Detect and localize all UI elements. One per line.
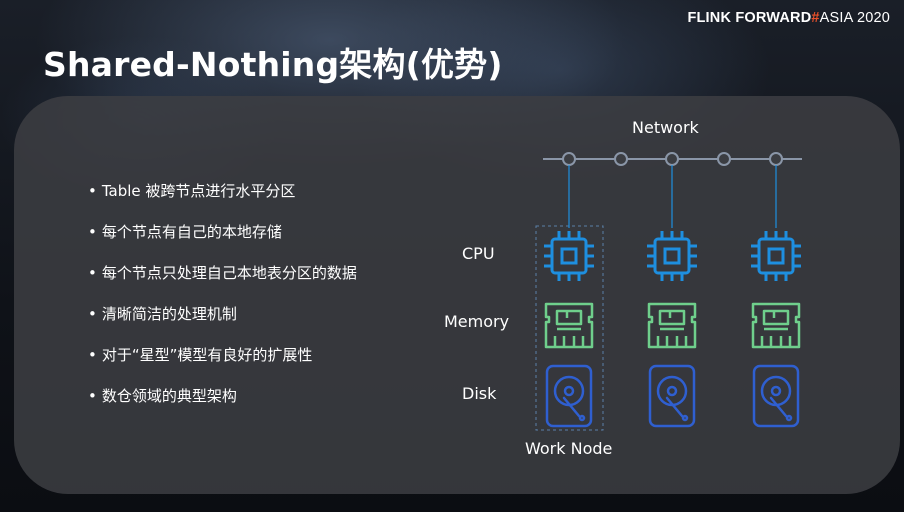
cpu-core xyxy=(767,247,785,265)
cpu-chip-icon xyxy=(751,231,801,281)
cpu-core xyxy=(560,247,578,265)
bullet-item: Table 被跨节点进行水平分区 xyxy=(88,180,296,201)
memory-body xyxy=(544,302,594,349)
disk-body xyxy=(545,364,593,428)
disk-body xyxy=(752,364,800,428)
bullet-item: 每个节点只处理自己本地表分区的数据 xyxy=(88,262,357,283)
memory-chip xyxy=(762,309,790,326)
slide-title: Shared-Nothing架构(优势) xyxy=(43,45,503,84)
work-node-outline xyxy=(535,225,604,431)
memory-module-icon xyxy=(751,302,801,349)
disk-spindle xyxy=(770,385,782,397)
bullet-item: 清晰简洁的处理机制 xyxy=(88,303,237,324)
disk-label: Disk xyxy=(462,384,497,403)
disk-body xyxy=(648,364,696,428)
disk-platter xyxy=(760,375,792,407)
work-node-label: Work Node xyxy=(525,439,613,458)
disk-platter xyxy=(656,375,688,407)
memory-module-icon xyxy=(544,302,594,349)
hard-disk-icon xyxy=(648,364,696,428)
hard-disk-icon xyxy=(545,364,593,428)
brand-logo: FLINK FORWARD#ASIA 2020 xyxy=(687,10,890,26)
disk-led xyxy=(681,414,689,422)
content-panel xyxy=(14,96,900,494)
hard-disk-icon xyxy=(752,364,800,428)
cpu-body xyxy=(757,237,795,275)
bullet-item: 对于“星型”模型有良好的扩展性 xyxy=(88,344,313,365)
disk-led xyxy=(578,414,586,422)
work-node xyxy=(544,165,594,428)
cpu-chip-icon xyxy=(647,231,697,281)
cpu-label: CPU xyxy=(462,244,495,263)
network-port xyxy=(562,152,576,166)
disk-arm xyxy=(562,396,581,418)
bullet-item: 每个节点有自己的本地存储 xyxy=(88,221,282,242)
disk-arm xyxy=(665,396,684,418)
memory-label: Memory xyxy=(444,312,510,331)
memory-chip xyxy=(555,309,583,326)
disk-spindle xyxy=(666,385,678,397)
network-port xyxy=(717,152,731,166)
disk-arm xyxy=(769,396,788,418)
memory-module-icon xyxy=(647,302,697,349)
work-nodes xyxy=(544,165,801,428)
disk-platter xyxy=(553,375,585,407)
bullet-item: 数仓领域的典型架构 xyxy=(88,385,237,406)
network-port xyxy=(769,152,783,166)
memory-chip xyxy=(658,309,686,326)
work-node xyxy=(751,165,801,428)
memory-body xyxy=(751,302,801,349)
network-label: Network xyxy=(632,118,699,137)
memory-body xyxy=(647,302,697,349)
cpu-core xyxy=(663,247,681,265)
work-node xyxy=(647,165,697,428)
network-port xyxy=(614,152,628,166)
cpu-chip-icon xyxy=(544,231,594,281)
network-bus xyxy=(543,152,802,166)
disk-spindle xyxy=(563,385,575,397)
cpu-body xyxy=(550,237,588,275)
disk-led xyxy=(785,414,793,422)
cpu-body xyxy=(653,237,691,275)
network-port xyxy=(665,152,679,166)
